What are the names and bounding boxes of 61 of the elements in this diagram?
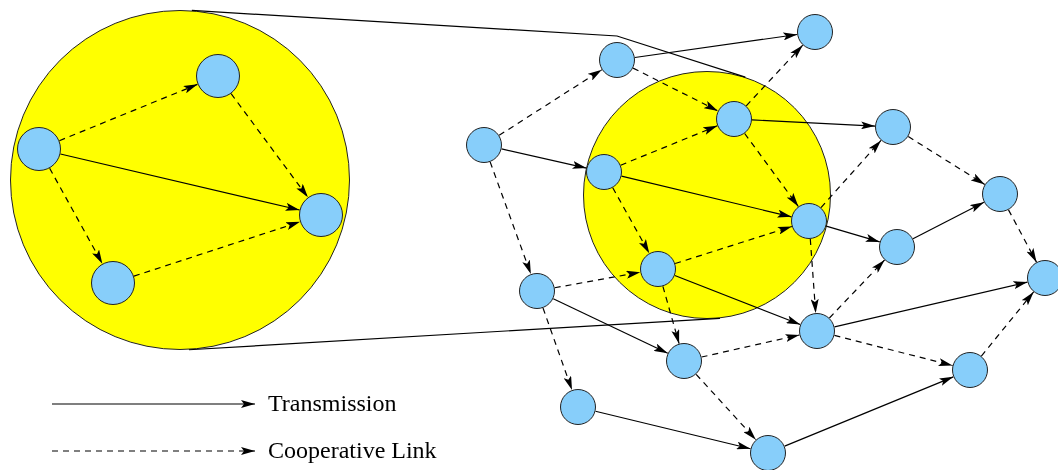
dashed-arrow	[828, 259, 886, 319]
node-circle	[299, 193, 343, 237]
dashed-arrow	[809, 238, 819, 314]
dashed-arrow	[498, 69, 603, 136]
node-circle	[982, 176, 1018, 212]
node-circle	[560, 389, 596, 425]
dashed-arrow	[700, 334, 801, 358]
node-circle	[716, 101, 752, 137]
node-circle	[196, 54, 240, 98]
dashed-arrow	[745, 44, 804, 107]
dashed-arrow	[744, 132, 799, 208]
dashed-arrow	[542, 307, 573, 391]
solid-arrow	[500, 148, 588, 169]
dashed-arrow	[695, 373, 757, 441]
solid-arrow	[833, 281, 1029, 328]
dashed-arrow	[612, 187, 650, 254]
node-circle	[875, 109, 911, 145]
solid-arrow	[784, 376, 954, 447]
dashed-arrow	[489, 161, 532, 275]
dashed-arrow	[133, 221, 301, 277]
solid-arrow	[552, 298, 669, 354]
dashed-arrow	[833, 334, 954, 367]
solid-arrow	[634, 32, 798, 59]
dashed-arrow	[554, 270, 641, 289]
solid-arrow	[620, 175, 793, 218]
dashed-arrow	[1007, 209, 1038, 263]
legend-label: Transmission	[268, 389, 397, 417]
solid-arrow	[912, 201, 985, 240]
node-circle	[952, 352, 988, 388]
dashed-arrow	[230, 93, 309, 198]
solid-arrow	[594, 410, 752, 450]
node-circle	[599, 42, 635, 78]
solid-arrow	[674, 274, 801, 326]
node-circle	[799, 313, 835, 349]
node-circle	[640, 251, 676, 287]
node-circle	[666, 343, 702, 379]
node-circle	[879, 229, 915, 265]
dashed-arrow	[674, 225, 793, 265]
dashed-arrow	[662, 285, 680, 345]
node-circle	[797, 14, 833, 50]
dashed-arrow	[620, 125, 718, 166]
dashed-arrow	[980, 291, 1035, 357]
node-circle	[466, 127, 502, 163]
zoom-line	[191, 9, 746, 78]
zoom-line	[188, 317, 721, 351]
legend-label: Cooperative Link	[268, 436, 437, 464]
node-circle	[750, 435, 786, 470]
node-circle	[519, 273, 555, 309]
dashed-arrow	[49, 167, 103, 265]
solid-arrow	[751, 119, 876, 130]
solid-arrow	[59, 153, 301, 211]
dashed-arrow	[907, 135, 986, 186]
dashed-arrow	[820, 139, 882, 209]
node-circle	[91, 261, 135, 305]
dashed-arrow	[58, 83, 199, 142]
node-circle	[586, 154, 622, 190]
node-circle	[791, 203, 827, 239]
dashed-arrow	[632, 67, 719, 112]
node-circle	[17, 127, 61, 171]
node-circle	[1027, 260, 1058, 296]
solid-arrow	[825, 225, 881, 243]
